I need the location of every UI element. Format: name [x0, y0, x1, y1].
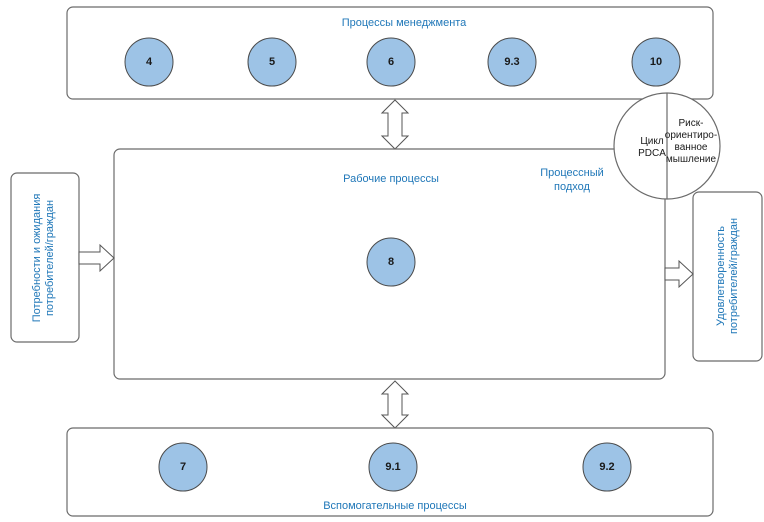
output-satisfaction-label: Удовлетворенность [715, 226, 727, 326]
operational-processes-title: Рабочие процессы [343, 173, 439, 185]
process-label: 8 [388, 256, 394, 268]
pdca-label: PDCA [638, 148, 666, 159]
risk-thinking-label: Риск- [679, 118, 704, 129]
output-satisfaction-box [692, 191, 763, 362]
process-circle: 10 [631, 37, 681, 87]
risk-thinking-label: мышление [666, 154, 717, 165]
process-approach-label: Процессный [540, 167, 604, 179]
process-label: 9.3 [504, 56, 519, 68]
process-label: 5 [269, 56, 275, 68]
right-arrow-icon [664, 259, 694, 289]
process-circle: 5 [247, 37, 297, 87]
support-processes-title: Вспомогательные процессы [323, 500, 467, 512]
process-label: 7 [180, 461, 186, 473]
process-approach-label: подход [554, 181, 591, 193]
input-needs-label: Потребности и ожидания [31, 194, 43, 323]
process-circle: 4 [124, 37, 174, 87]
output-satisfaction-label: потребителей/граждан [728, 218, 740, 334]
process-label: 6 [388, 56, 394, 68]
double-arrow-icon [380, 380, 410, 429]
risk-thinking-label: ориентиро- [665, 130, 717, 141]
process-circle: 6 [366, 37, 416, 87]
process-circle: 7 [158, 442, 208, 492]
double-arrow-icon [380, 99, 410, 150]
input-needs-label: потребителей/граждан [44, 200, 56, 316]
process-label: 10 [650, 56, 662, 68]
process-circle: 9.1 [368, 442, 418, 492]
management-processes-title: Процессы менеджмента [342, 17, 467, 29]
process-label: 9.1 [385, 461, 400, 473]
risk-thinking-label: ванное [675, 142, 708, 153]
process-label: 9.2 [599, 461, 614, 473]
pdca-label: Цикл [640, 136, 663, 147]
process-label: 4 [146, 56, 153, 68]
process-circle: 8 [366, 237, 416, 287]
process-circle: 9.3 [487, 37, 537, 87]
process-circle: 9.2 [582, 442, 632, 492]
right-arrow-icon [78, 243, 115, 273]
